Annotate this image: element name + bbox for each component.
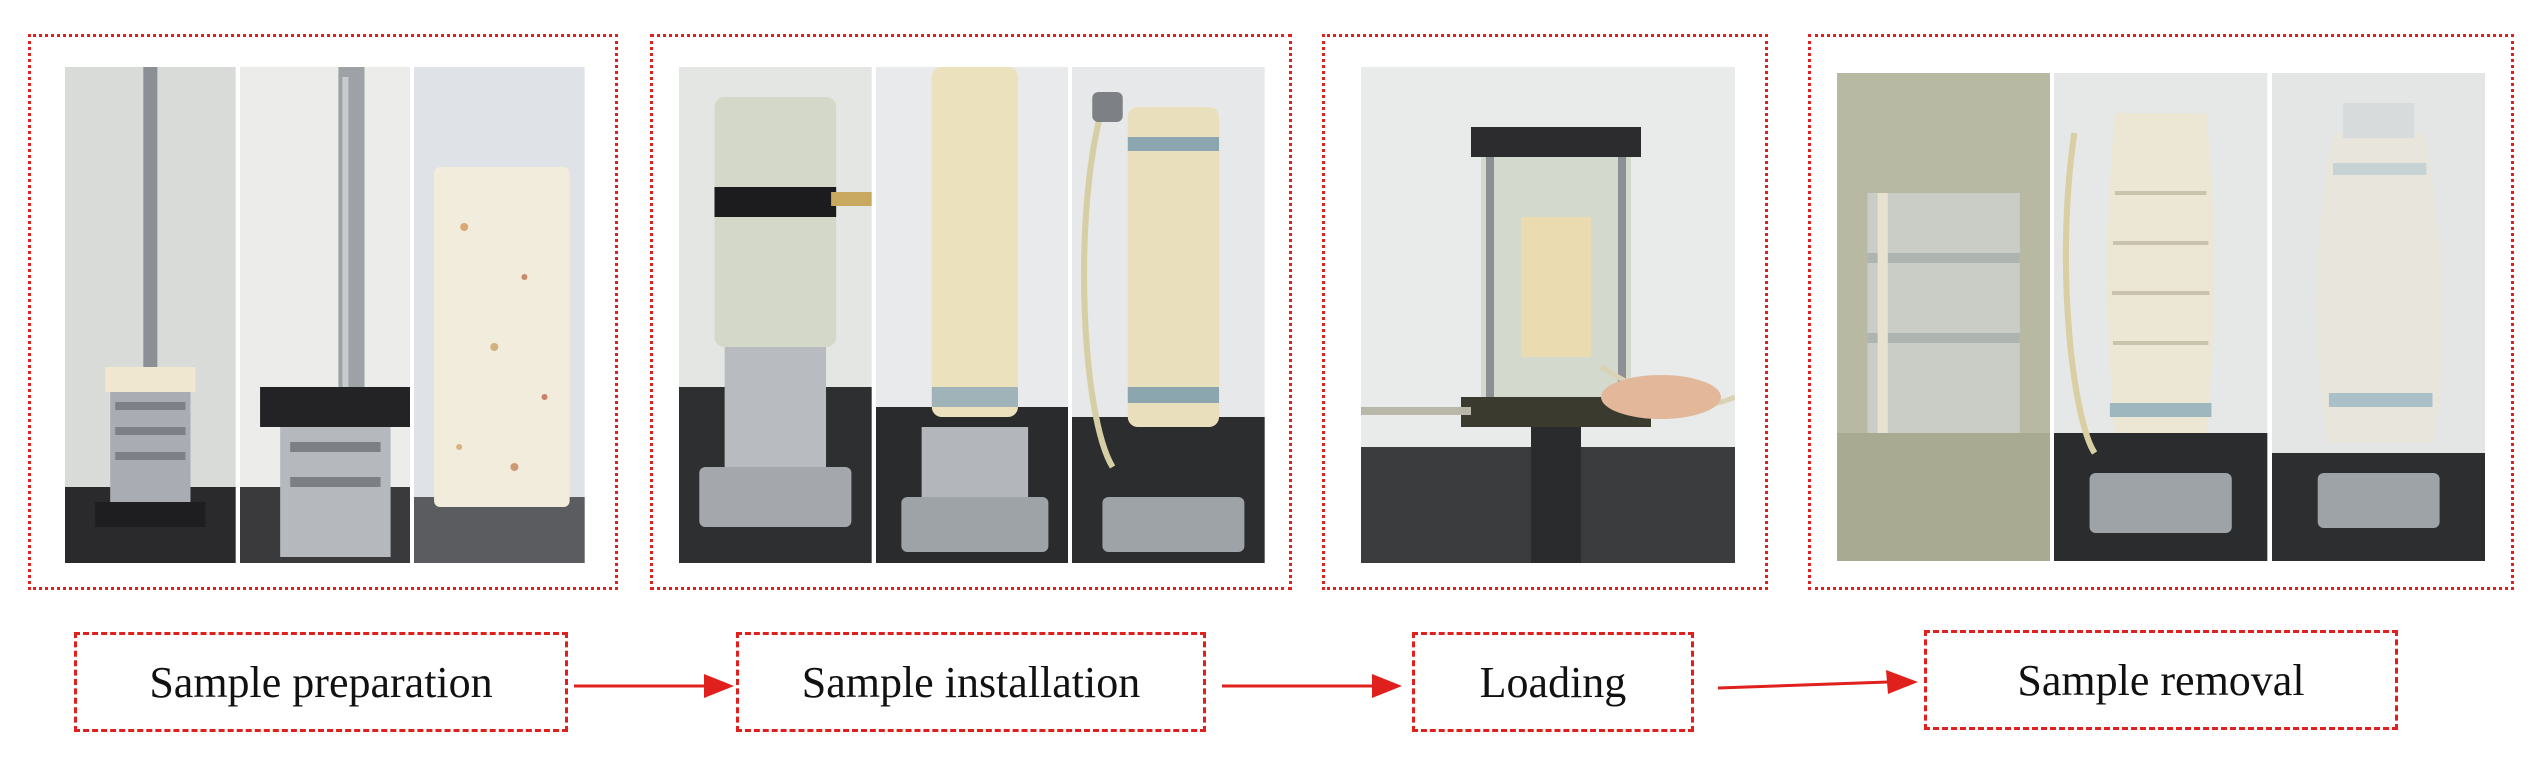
membrane-closeup-photo (1837, 73, 2051, 561)
arrow-loading-to-removal (1718, 670, 1918, 694)
panel-loading (1322, 34, 1768, 590)
arrow-preparation-to-installation (574, 674, 734, 698)
panel-sample-installation (650, 34, 1292, 590)
step-sample-installation: Sample installation (736, 632, 1206, 732)
triaxial-cell-loading-photo (1361, 67, 1735, 563)
photo-strip-installation (679, 67, 1266, 563)
specimen-cylinder-photo (414, 67, 586, 563)
drainage-tube-photo (1072, 67, 1266, 563)
step-sample-removal: Sample removal (1924, 630, 2398, 730)
step-loading: Loading (1412, 632, 1694, 732)
step-sample-preparation: Sample preparation (74, 632, 568, 732)
photo-strip-preparation (65, 67, 586, 563)
photo-strip-loading (1361, 67, 1735, 563)
step-label: Sample removal (2017, 655, 2305, 705)
pedestal-cap-photo (679, 67, 872, 563)
mold-assembly-photo (65, 67, 236, 563)
deformed-specimen-photo (2054, 73, 2268, 561)
photo-strip-removal (1837, 73, 2485, 561)
step-label: Sample preparation (149, 657, 493, 707)
height-gauge-photo (239, 67, 411, 563)
arrow-installation-to-loading (1222, 674, 1402, 698)
membrane-sleeve-photo (875, 67, 1069, 563)
step-label: Sample installation (801, 657, 1141, 707)
panel-sample-removal (1808, 34, 2514, 590)
bulged-specimen-photo (2271, 73, 2485, 561)
step-label: Loading (1479, 657, 1627, 707)
panel-sample-preparation (28, 34, 618, 590)
